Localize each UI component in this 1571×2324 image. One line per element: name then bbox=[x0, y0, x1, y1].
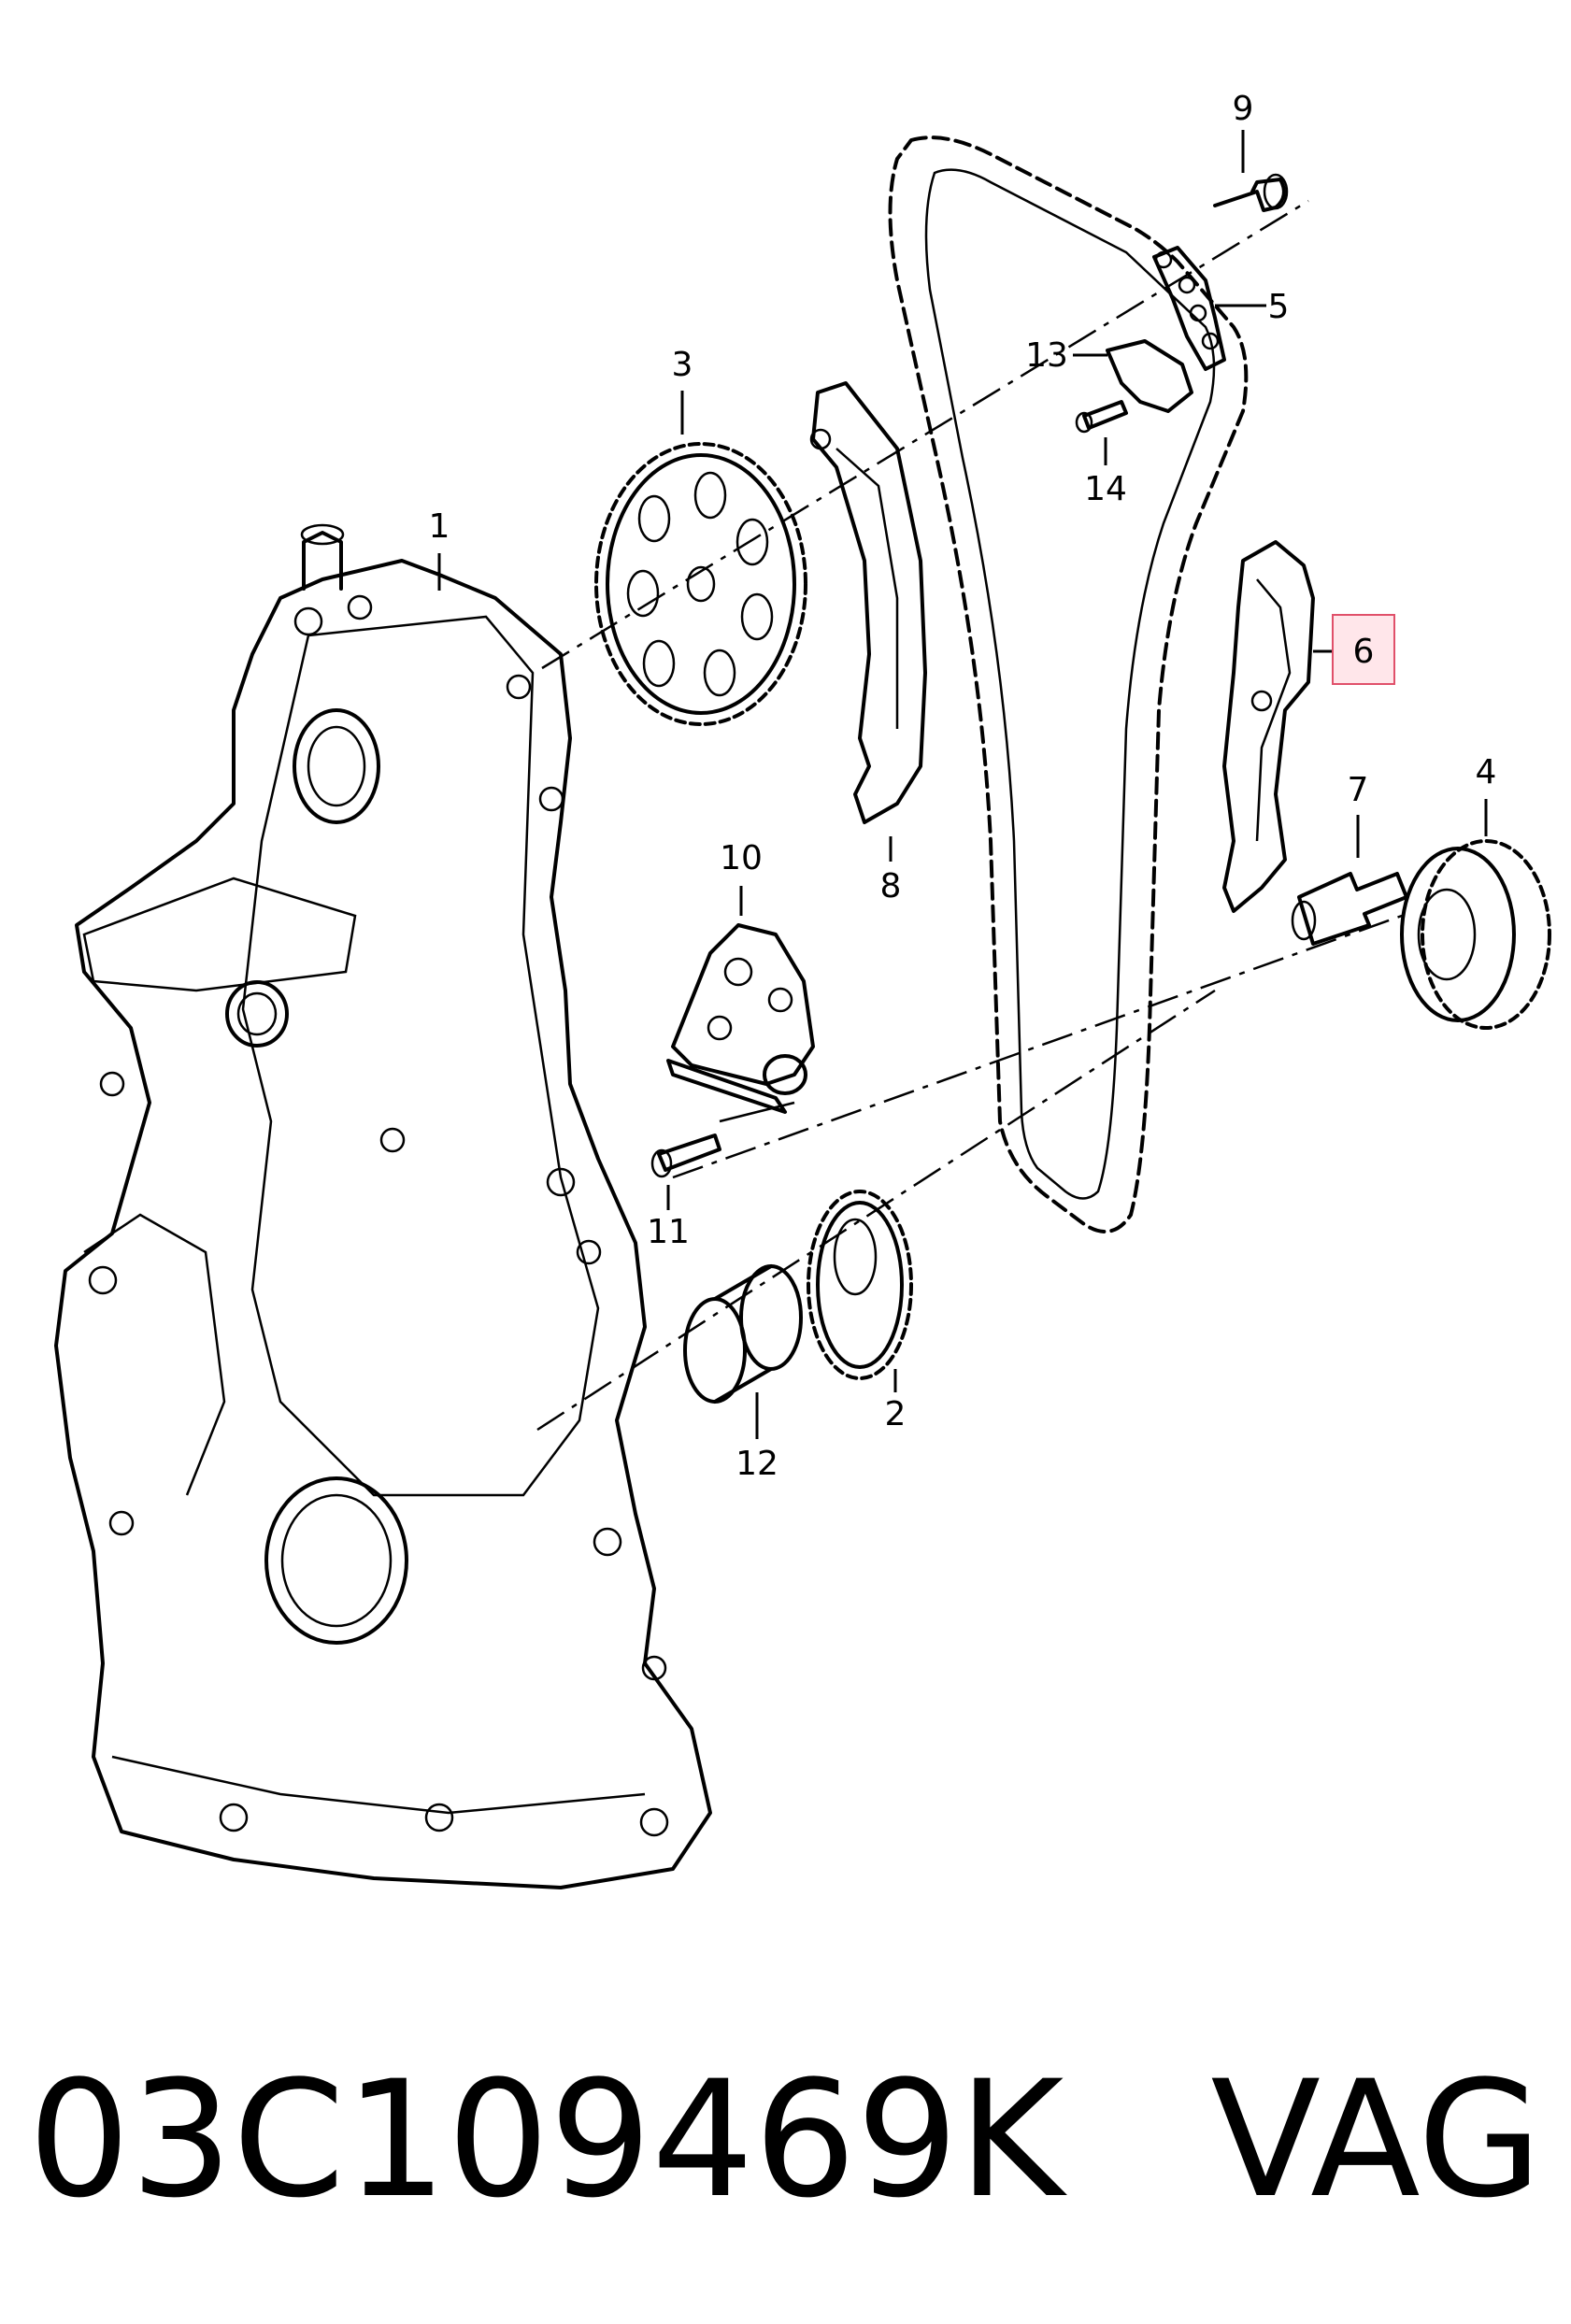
leader-lines bbox=[437, 130, 1488, 1439]
camshaft-sprocket-part-3 bbox=[594, 442, 807, 726]
callout-12: 12 bbox=[736, 1445, 778, 1483]
callout-4: 4 bbox=[1476, 753, 1497, 791]
callout-11: 11 bbox=[647, 1213, 690, 1251]
part-number-text: 03C109469K bbox=[28, 2046, 1064, 2233]
callout-10: 10 bbox=[720, 839, 763, 877]
callout-9: 9 bbox=[1233, 90, 1254, 128]
callout-3: 3 bbox=[672, 346, 693, 384]
sprocket-part-4 bbox=[1400, 839, 1551, 1030]
bolt-part-9 bbox=[1213, 173, 1289, 212]
chain-link-part-5 bbox=[1152, 246, 1226, 371]
timing-chain bbox=[888, 135, 1249, 1233]
bolt-part-11 bbox=[650, 1133, 721, 1178]
tensioner-rail-part-13 bbox=[1106, 339, 1193, 413]
callout-2: 2 bbox=[885, 1395, 907, 1433]
timing-cover-part-1 bbox=[54, 523, 712, 1889]
screw-part-14 bbox=[1075, 400, 1128, 434]
callout-labels: 1 2 3 4 5 6 7 8 9 10 11 12 13 14 bbox=[429, 90, 1497, 1483]
chain-guide-part-6 bbox=[1222, 540, 1315, 913]
callout-8: 8 bbox=[880, 867, 902, 905]
callout-5: 5 bbox=[1268, 288, 1290, 326]
stud-part-7 bbox=[1291, 872, 1408, 946]
callout-7: 7 bbox=[1348, 771, 1369, 809]
callout-13: 13 bbox=[1025, 336, 1068, 375]
brand-text: VAG bbox=[1210, 2046, 1542, 2233]
chain-guide-part-8 bbox=[809, 381, 927, 824]
callout-6-highlight-box bbox=[1332, 614, 1395, 685]
part-caption: 03C109469K VAG bbox=[28, 2028, 1542, 2252]
chain-tensioner-part-10 bbox=[666, 923, 815, 1123]
spacer-sleeve-part-12 bbox=[683, 1264, 803, 1404]
callout-1: 1 bbox=[429, 507, 450, 546]
callout-6: 6 bbox=[1353, 633, 1375, 671]
crankshaft-sprocket-part-2 bbox=[807, 1190, 913, 1380]
callout-14: 14 bbox=[1084, 470, 1127, 508]
